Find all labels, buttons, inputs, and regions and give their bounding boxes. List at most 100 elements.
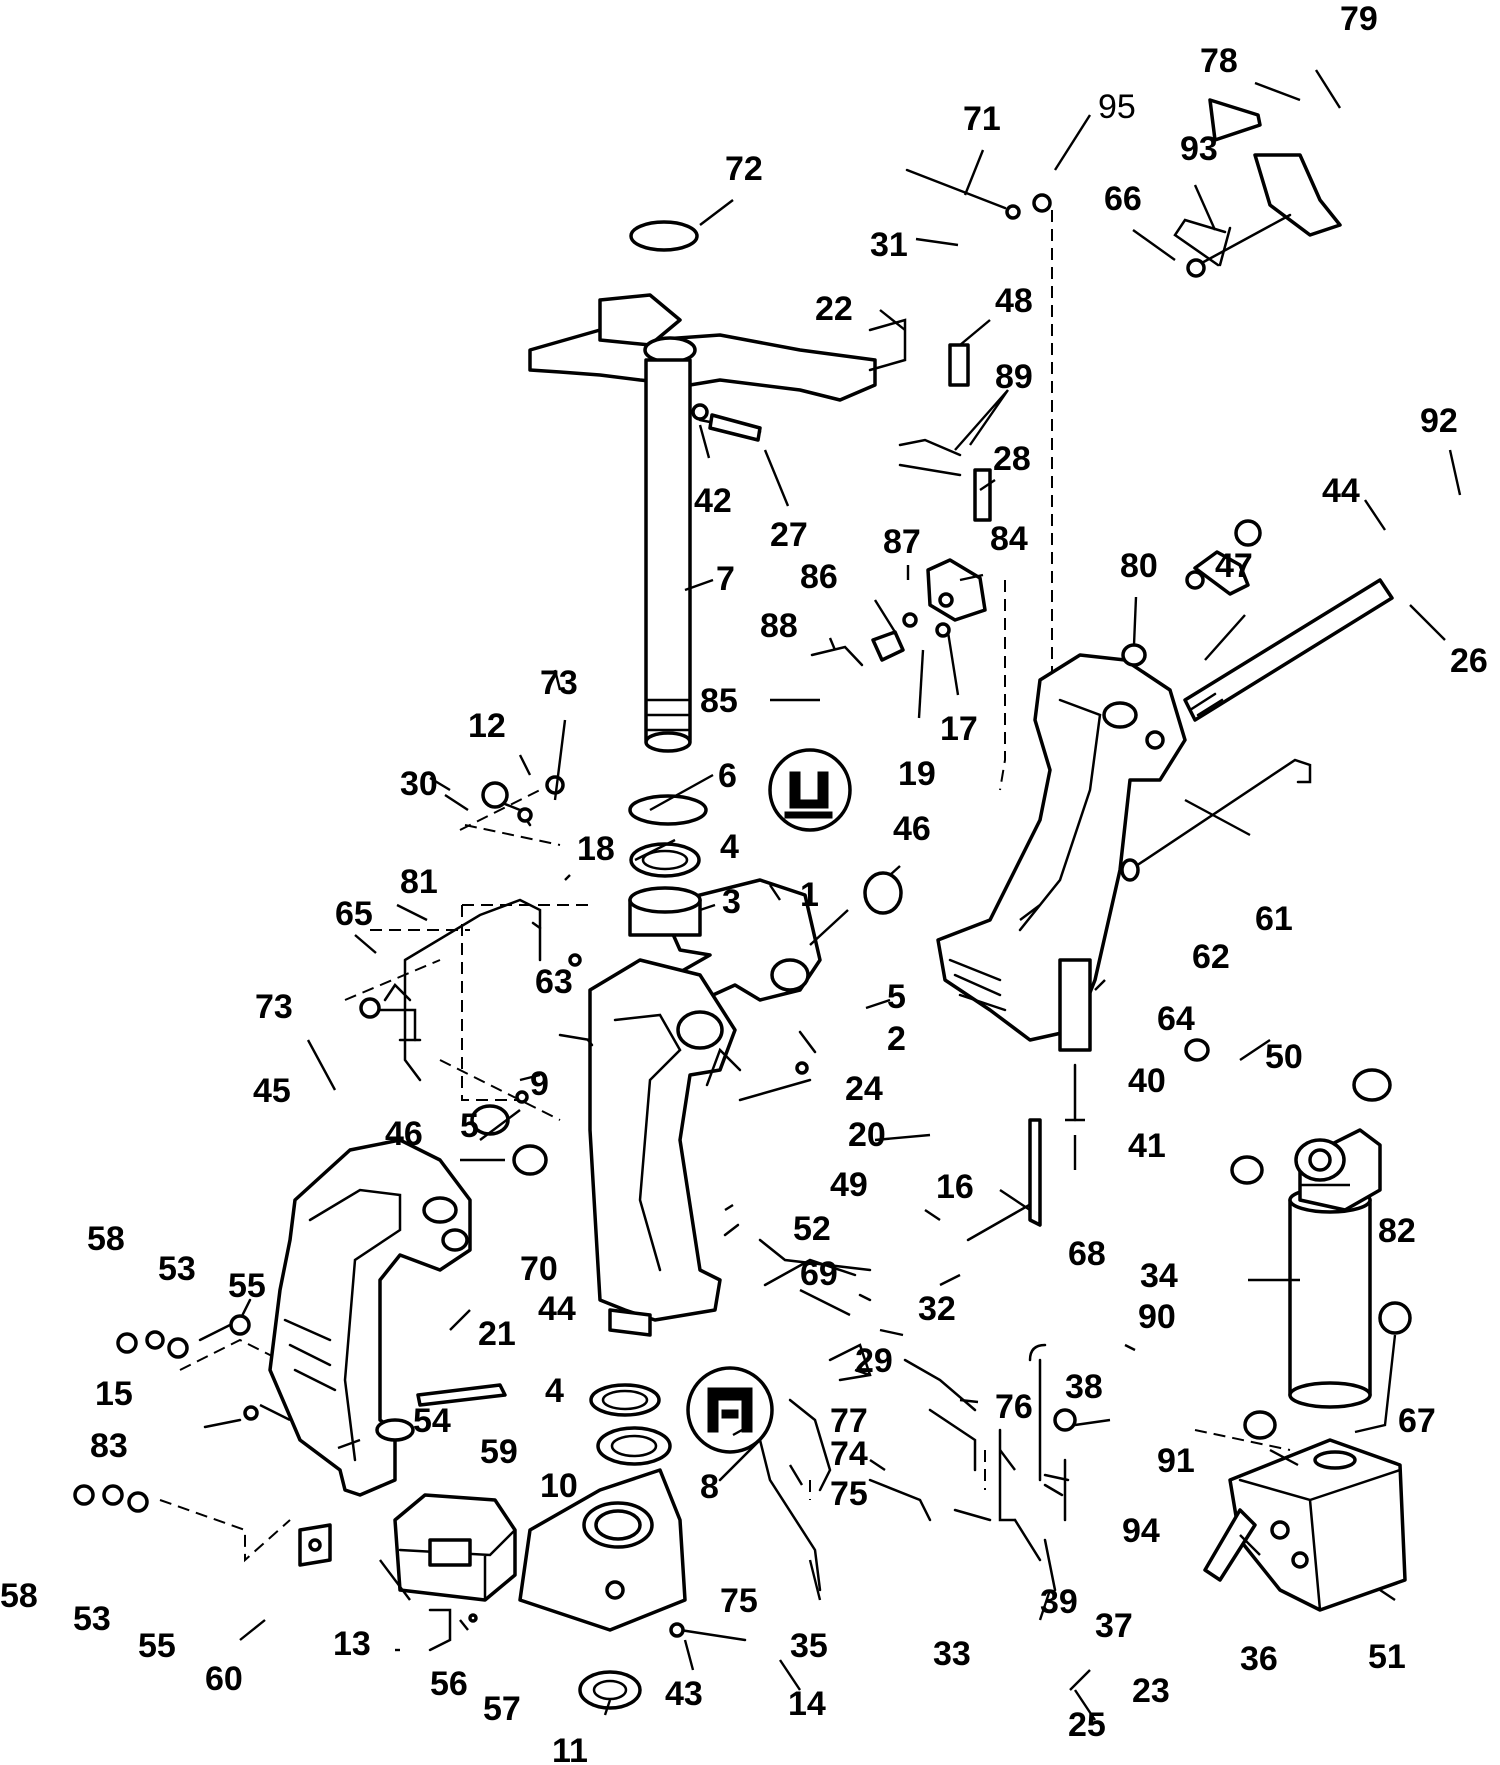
callout-18: 18	[577, 830, 615, 868]
callout-54: 54	[413, 1402, 451, 1440]
stern-bracket-left	[268, 1138, 472, 1497]
callout-59: 59	[480, 1433, 518, 1471]
clamp-block	[393, 1493, 517, 1602]
callout-84: 84	[990, 520, 1028, 558]
tilt-rod	[1120, 758, 1312, 882]
callout-71: 71	[963, 100, 1001, 138]
callout-36: 36	[1240, 1640, 1278, 1678]
callout-15: 15	[95, 1375, 133, 1413]
swivel-base	[518, 1468, 687, 1632]
callout-53-lower: 53	[73, 1600, 111, 1638]
callout-51: 51	[1368, 1638, 1406, 1676]
callout-16: 16	[936, 1168, 974, 1206]
callout-72: 72	[725, 150, 763, 188]
callout-20: 20	[848, 1116, 886, 1154]
callout-27: 27	[770, 516, 808, 554]
callout-89: 89	[995, 358, 1033, 396]
trim-support	[1228, 1438, 1407, 1612]
callout-39: 39	[1040, 1583, 1078, 1621]
callout-55-lower: 55	[138, 1627, 176, 1665]
callout-80: 80	[1120, 547, 1158, 585]
callout-60: 60	[205, 1660, 243, 1698]
callout-17: 17	[940, 710, 978, 748]
sealant-tube-icon	[686, 1366, 774, 1454]
leader-lines	[239, 69, 1462, 1721]
callout-73-mid: 73	[255, 988, 293, 1026]
callout-85: 85	[700, 682, 738, 720]
callout-68: 68	[1068, 1235, 1106, 1273]
callout-77: 77	[830, 1402, 868, 1440]
callout-24: 24	[845, 1070, 883, 1108]
callout-7: 7	[716, 560, 735, 598]
callout-62: 62	[1192, 938, 1230, 976]
callout-25: 25	[1068, 1706, 1106, 1744]
callout-31: 31	[870, 226, 908, 264]
callout-92: 92	[1420, 402, 1458, 440]
callout-88: 88	[760, 607, 798, 645]
callout-53-upper: 53	[158, 1250, 196, 1288]
callout-22: 22	[815, 290, 853, 328]
callout-2: 2	[887, 1020, 906, 1058]
callout-90: 90	[1138, 1298, 1176, 1336]
trim-cylinder	[1288, 1128, 1382, 1409]
steering-arm-assembly	[528, 220, 877, 753]
callout-21: 21	[478, 1315, 516, 1353]
callout-75-upper: 75	[830, 1475, 868, 1513]
callout-19: 19	[898, 755, 936, 793]
callout-66: 66	[1104, 180, 1142, 218]
callout-42: 42	[694, 482, 732, 520]
callout-13: 13	[333, 1625, 371, 1663]
callout-56: 56	[430, 1665, 468, 1703]
callout-38: 38	[1065, 1368, 1103, 1406]
callout-33: 33	[933, 1635, 971, 1673]
callout-78: 78	[1200, 42, 1238, 80]
callout-81: 81	[400, 863, 438, 901]
callout-48: 48	[995, 282, 1033, 320]
callout-70: 70	[520, 1250, 558, 1288]
callout-12: 12	[468, 707, 506, 745]
callout-94: 94	[1122, 1512, 1160, 1550]
callout-58-lower: 58	[0, 1577, 38, 1615]
callout-87: 87	[883, 523, 921, 561]
callout-55-upper: 55	[228, 1267, 266, 1305]
callout-40: 40	[1128, 1062, 1166, 1100]
callout-43: 43	[665, 1675, 703, 1713]
callout-11: 11	[552, 1732, 588, 1765]
callout-14: 14	[788, 1685, 826, 1723]
bearings-washers	[375, 519, 1412, 1710]
callout-4-bottom: 4	[545, 1372, 564, 1410]
callout-50: 50	[1265, 1038, 1303, 1076]
callout-63: 63	[535, 963, 573, 1001]
callout-95: 95	[1098, 88, 1136, 126]
callout-76: 76	[995, 1388, 1033, 1426]
callout-5-top: 5	[887, 978, 906, 1016]
callout-9: 9	[530, 1065, 549, 1103]
callout-29: 29	[855, 1342, 893, 1380]
callout-86: 86	[800, 558, 838, 596]
callout-73-top: 73	[540, 664, 578, 702]
callout-5-mid: 5	[460, 1107, 479, 1145]
callout-46-mid: 46	[385, 1115, 423, 1153]
callout-57: 57	[483, 1690, 521, 1728]
callout-69: 69	[800, 1255, 838, 1293]
alignment-lines	[159, 210, 1291, 1563]
callout-45: 45	[253, 1072, 291, 1110]
callout-74: 74	[830, 1435, 868, 1473]
callout-41: 41	[1128, 1127, 1166, 1165]
callout-67: 67	[1398, 1402, 1436, 1440]
sealant-tube-icon	[768, 748, 852, 832]
callout-65: 65	[335, 895, 373, 933]
callout-30: 30	[400, 765, 438, 803]
callout-46-top: 46	[893, 810, 931, 848]
callout-75-lower: 75	[720, 1582, 758, 1620]
callout-34: 34	[1140, 1257, 1178, 1295]
callout-52: 52	[793, 1210, 831, 1248]
callout-10: 10	[540, 1467, 578, 1505]
tilt-tube	[1183, 578, 1394, 722]
callout-93: 93	[1180, 130, 1218, 168]
callout-47: 47	[1215, 547, 1253, 585]
callout-91: 91	[1157, 1442, 1195, 1480]
callout-58-upper: 58	[87, 1220, 125, 1258]
